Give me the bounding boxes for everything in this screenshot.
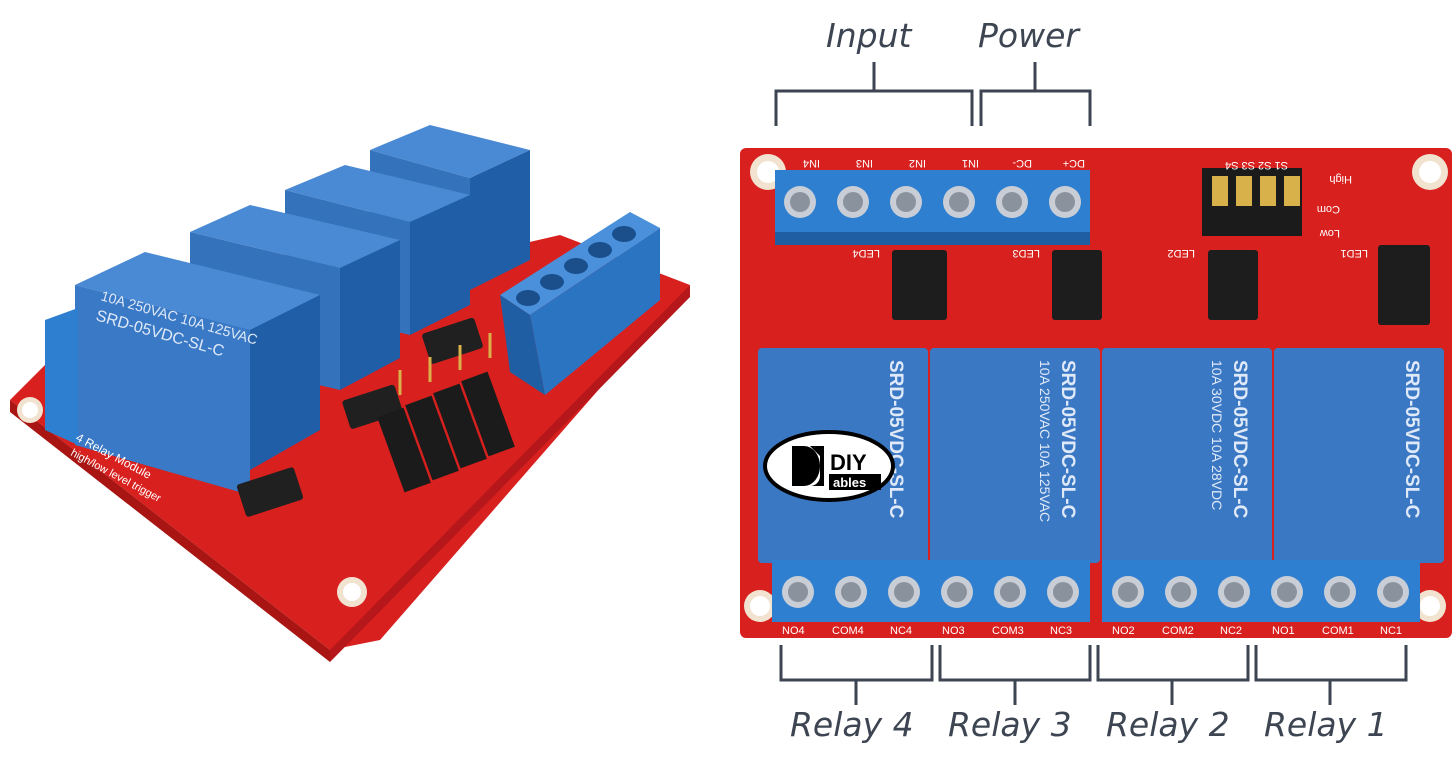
pin-label-com2: COM2 [1162, 625, 1194, 637]
led-label-3: LED3 [1012, 247, 1040, 259]
relay-3: SRD-05VDC-SL-C 10A 250VAC 10A 125VAC [930, 348, 1100, 563]
relay-module-top-view: IN4 IN3 IN2 IN1 DC- DC+ S1 S2 S3 S4 High… [740, 148, 1452, 638]
led-label-4: LED4 [852, 247, 880, 259]
callout-relay4: Relay 4 [790, 705, 914, 744]
pin-label-in2: IN2 [909, 157, 926, 169]
diyables-logo: DIY ables [763, 430, 895, 502]
output-terminal-relay2-relay1 [1102, 560, 1420, 622]
jumper-header-angled [377, 333, 515, 493]
output-terminal-relay4-relay3 [772, 560, 1090, 622]
optocoupler-1 [1378, 245, 1430, 325]
relay-2: SRD-05VDC-SL-C 10A 30VDC 10A 28VDC [1102, 348, 1272, 563]
callout-relay2: Relay 2 [1106, 705, 1230, 744]
led-label-2: LED2 [1167, 247, 1195, 259]
pin-label-no4: NO4 [782, 625, 805, 637]
logo-text-bottom: ables [833, 475, 866, 490]
pin-label-nc3: NC3 [1050, 625, 1072, 637]
relay-2-rating: 10A 30VDC 10A 28VDC [1209, 360, 1225, 510]
pin-label-in1: IN1 [962, 157, 979, 169]
pin-label-nc1: NC1 [1380, 625, 1402, 637]
optocoupler-2 [1208, 250, 1258, 320]
jumper-level-low: Low [1320, 227, 1340, 239]
led-label-1: LED1 [1340, 247, 1368, 259]
callout-relay3: Relay 3 [948, 705, 1072, 744]
pin-label-com3: COM3 [992, 625, 1024, 637]
jumper-level-high: High [1329, 173, 1352, 185]
input-power-terminal-block [775, 170, 1090, 245]
pin-label-in3: IN3 [856, 157, 873, 169]
input-terminal-block-angled [500, 212, 660, 395]
relay-4-model: SRD-05VDC-SL-C [885, 360, 906, 519]
pin-label-nc2: NC2 [1220, 625, 1242, 637]
optocoupler-4 [892, 250, 947, 320]
pin-label-no3: NO3 [942, 625, 965, 637]
relay-module-angled-photo: 10A 250VAC 10A 125VAC SRD-05VDC-SL-C [10, 125, 690, 662]
pin-label-nc4: NC4 [890, 625, 912, 637]
pin-label-dc-minus: DC- [1012, 157, 1032, 169]
relay-1: SRD-05VDC-SL-C [1274, 348, 1444, 563]
optocoupler-3 [1052, 250, 1102, 320]
relay-1-model: SRD-05VDC-SL-C [1401, 360, 1422, 519]
relay-cube-front: 10A 250VAC 10A 125VAC SRD-05VDC-SL-C [75, 252, 320, 495]
relay-3-rating: 10A 250VAC 10A 125VAC [1037, 360, 1053, 522]
pin-label-no2: NO2 [1112, 625, 1135, 637]
relay-3-model: SRD-05VDC-SL-C [1057, 360, 1078, 519]
callout-relay1: Relay 1 [1264, 705, 1388, 744]
pin-label-com1: COM1 [1322, 625, 1354, 637]
logo-text-top: DIY [830, 450, 867, 475]
jumper-header-label: S1 S2 S3 S4 [1225, 159, 1288, 171]
pin-label-com4: COM4 [832, 625, 864, 637]
jumper-level-com: Com [1317, 203, 1340, 215]
pin-label-dc-plus: DC+ [1063, 157, 1085, 169]
callout-input: Input [826, 16, 912, 55]
relay-2-model: SRD-05VDC-SL-C [1229, 360, 1250, 519]
callout-power: Power [978, 16, 1079, 55]
trigger-jumper-header: S1 S2 S3 S4 High Com Low [1202, 159, 1352, 239]
pin-label-no1: NO1 [1272, 625, 1295, 637]
pin-label-in4: IN4 [803, 157, 820, 169]
